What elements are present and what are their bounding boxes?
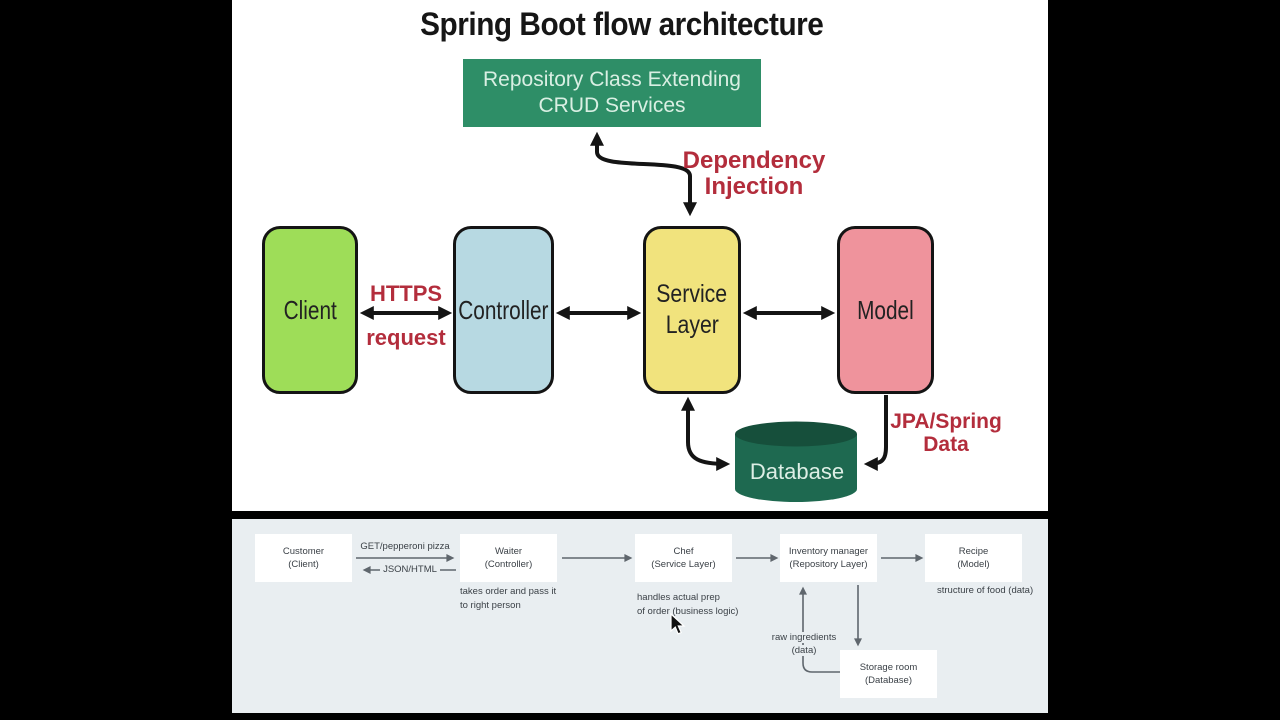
client-box-label: Client: [283, 294, 337, 325]
service-layer-label-line2: Layer: [665, 311, 719, 339]
controller-box-label: Controller: [458, 294, 549, 325]
recipe-model-box: Recipe (Model): [925, 534, 1022, 582]
model-box-label: Model: [857, 294, 914, 325]
inventory-manager-box: Inventory manager (Repository Layer): [780, 534, 877, 582]
page-title: Spring Boot flow architecture: [420, 6, 824, 42]
video-frame: Spring Boot flow architecture Repository…: [232, 0, 1048, 720]
get-pepperoni-pizza-label: GET/pepperoni pizza: [360, 541, 450, 552]
recipe-note: structure of food (data): [937, 585, 1034, 596]
repository-class-box: Repository Class Extending CRUD Services: [463, 59, 761, 127]
database-cylinder: [735, 421, 857, 502]
model-box: Model: [837, 226, 934, 394]
request-label: request: [366, 325, 446, 350]
restaurant-analogy-panel: Customer (Client) Waiter (Controller) Ch…: [232, 519, 1048, 713]
spring-architecture-panel: Spring Boot flow architecture Repository…: [232, 0, 1048, 511]
database-label: Database: [749, 459, 845, 484]
waiter-controller-box: Waiter (Controller): [460, 534, 557, 582]
repository-box-line2: CRUD Services: [538, 94, 686, 117]
client-box: Client: [262, 226, 358, 394]
service-layer-label-line1: Service: [656, 280, 728, 308]
json-html-label: JSON/HTML: [361, 564, 459, 576]
jpa-spring-data-label: JPA/Spring Data: [890, 410, 1002, 456]
storage-inventory-arrow: [799, 586, 840, 673]
service-layer-box: Service Layer: [643, 226, 741, 394]
service-database-arrow: [681, 396, 731, 471]
waiter-note: takes order and pass it to right person: [460, 586, 557, 611]
chef-service-layer-box: Chef (Service Layer): [635, 534, 732, 582]
https-label: HTTPS: [369, 281, 443, 306]
dependency-injection-arrow: [590, 131, 697, 217]
model-database-arrow: [863, 395, 888, 471]
storage-room-database-box: Storage room (Database): [840, 650, 937, 698]
dependency-injection-label: Dependency Injection: [682, 147, 826, 200]
customer-client-box: Customer (Client): [255, 534, 352, 582]
top-diagram-arrows: [359, 131, 888, 502]
chef-note: handles actual prep of order (business l…: [637, 592, 739, 617]
controller-box: Controller: [453, 226, 554, 394]
mouse-cursor-icon: [670, 613, 686, 635]
raw-ingredients-label: raw ingredients (data): [769, 632, 839, 656]
repository-box-line1: Repository Class Extending: [483, 68, 741, 91]
